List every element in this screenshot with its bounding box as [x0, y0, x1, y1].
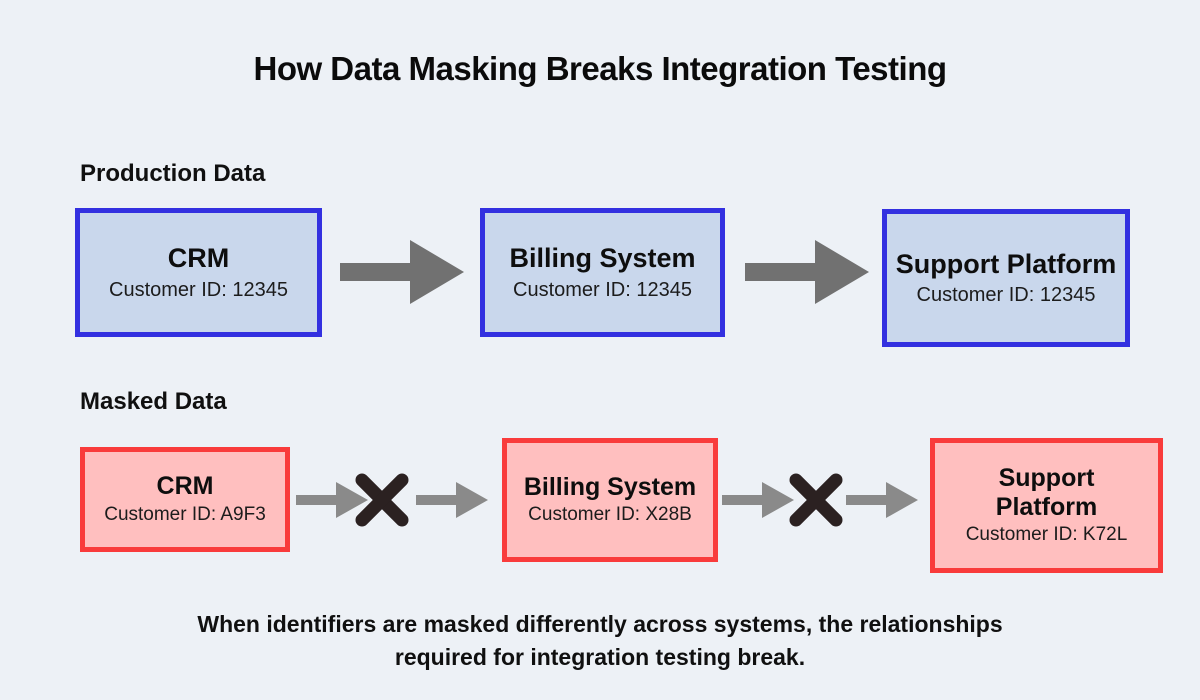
arrow-right-icon	[296, 482, 368, 518]
arrow-right-icon	[745, 240, 869, 304]
node-customer-id: Customer ID: K72L	[965, 524, 1128, 546]
node-title: Support Platform	[995, 463, 1098, 521]
production-data-label: Production Data	[80, 160, 266, 187]
masked-data-label: Masked Data	[80, 388, 227, 415]
page-title: How Data Masking Breaks Integration Test…	[253, 50, 947, 87]
production-crm-node: CRM Customer ID: 12345	[75, 208, 322, 337]
node-customer-id: Customer ID: 12345	[109, 278, 288, 301]
arrow-right-icon	[340, 240, 464, 304]
node-title: CRM	[156, 472, 214, 501]
node-customer-id: Customer ID: 12345	[916, 284, 1096, 307]
diagram-caption: When identifiers are masked differently …	[110, 608, 1090, 675]
masked-support-node: Support Platform Customer ID: K72L	[930, 438, 1163, 573]
arrow-right-icon	[846, 482, 918, 518]
node-customer-id: Customer ID: X28B	[528, 504, 692, 526]
node-customer-id: Customer ID: 12345	[513, 278, 692, 301]
broken-link-x-icon	[355, 473, 409, 527]
node-customer-id: Customer ID: A9F3	[104, 503, 266, 525]
production-billing-node: Billing System Customer ID: 12345	[480, 208, 725, 337]
caption-line-1: When identifiers are masked differently …	[197, 611, 1003, 637]
production-support-node: Support Platform Customer ID: 12345	[882, 209, 1130, 347]
node-title: Billing System	[523, 472, 697, 501]
node-title: Billing System	[509, 243, 696, 274]
caption-line-2: required for integration testing break.	[394, 644, 806, 671]
node-title: CRM	[167, 243, 230, 274]
arrow-right-icon	[722, 482, 794, 518]
node-title: Support Platform	[895, 248, 1117, 279]
masked-crm-node: CRM Customer ID: A9F3	[80, 447, 290, 552]
broken-link-x-icon	[789, 473, 843, 527]
masked-billing-node: Billing System Customer ID: X28B	[502, 438, 718, 562]
arrow-right-icon	[416, 482, 488, 518]
